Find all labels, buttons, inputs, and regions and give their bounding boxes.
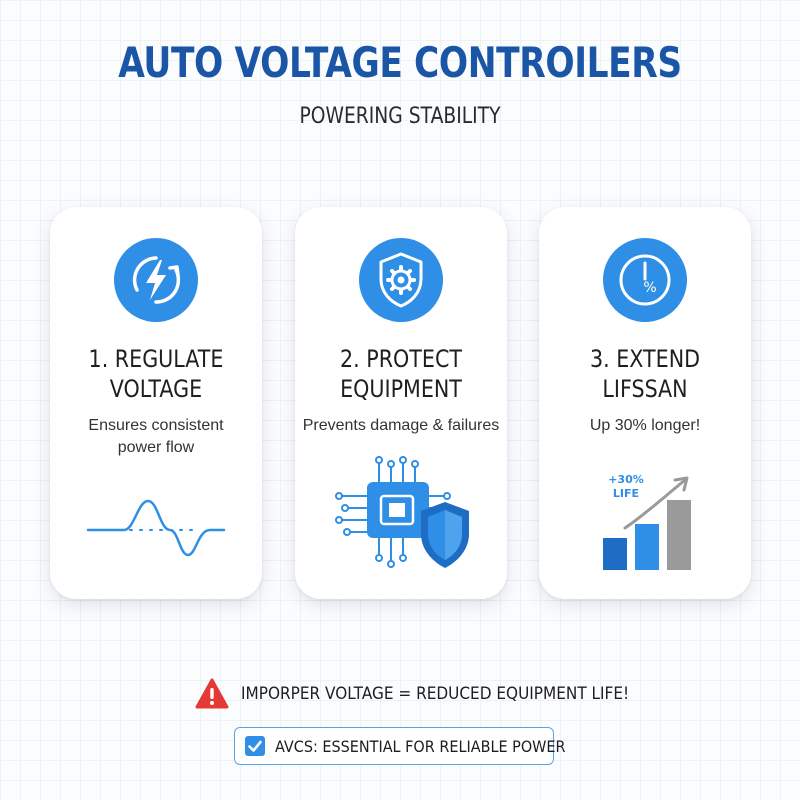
card-protect-equipment: 2. PROTECT EQUIPMENT Prevents damage & f… xyxy=(295,207,507,599)
warning-triangle-icon xyxy=(195,678,229,709)
card-title: 3. EXTEND LIFSSAN xyxy=(589,345,701,403)
clock-percent-icon: % xyxy=(603,238,687,322)
growth-bar-1 xyxy=(603,538,627,570)
checkbox-checked-icon xyxy=(245,736,265,756)
shield-gear-icon xyxy=(359,238,443,322)
card-regulate-voltage: 1. REGULATE VOLTAGE Ensures consistent p… xyxy=(50,207,262,599)
card-title: 1. REGULATE VOLTAGE xyxy=(88,345,224,403)
card-description: Up 30% longer! xyxy=(589,417,701,434)
warning-message: IMPORPER VOLTAGE = REDUCED EQUIPMENT LIF… xyxy=(195,677,629,713)
page-subtitle: POWERING STABILITY xyxy=(299,104,501,129)
card-description: Ensures consistent power flow xyxy=(88,417,224,456)
card-title: 2. PROTECT EQUIPMENT xyxy=(340,345,462,403)
growth-bar-2 xyxy=(635,524,659,570)
growth-label: +30% LIFE xyxy=(608,473,644,500)
avcs-badge: AVCS: ESSENTIAL FOR RELIABLE POWER xyxy=(234,727,566,765)
circuit-chip-shield-illustration xyxy=(335,456,469,568)
sine-wave-illustration xyxy=(86,499,226,557)
growth-bar-3 xyxy=(667,500,691,570)
lightning-refresh-icon xyxy=(114,238,198,322)
badge-text: AVCS: ESSENTIAL FOR RELIABLE POWER xyxy=(275,737,566,756)
card-description: Prevents damage & failures xyxy=(302,417,500,434)
card-extend-lifespan: % 3. EXTEND LIFSSAN Up 30% longer! +30% … xyxy=(539,207,751,599)
page-title: AUTO VOLTAGE CONTROILERS xyxy=(118,38,682,87)
growth-bar-chart-illustration xyxy=(603,476,691,570)
percent-glyph: % xyxy=(643,280,656,296)
warning-text: IMPORPER VOLTAGE = REDUCED EQUIPMENT LIF… xyxy=(241,684,630,704)
